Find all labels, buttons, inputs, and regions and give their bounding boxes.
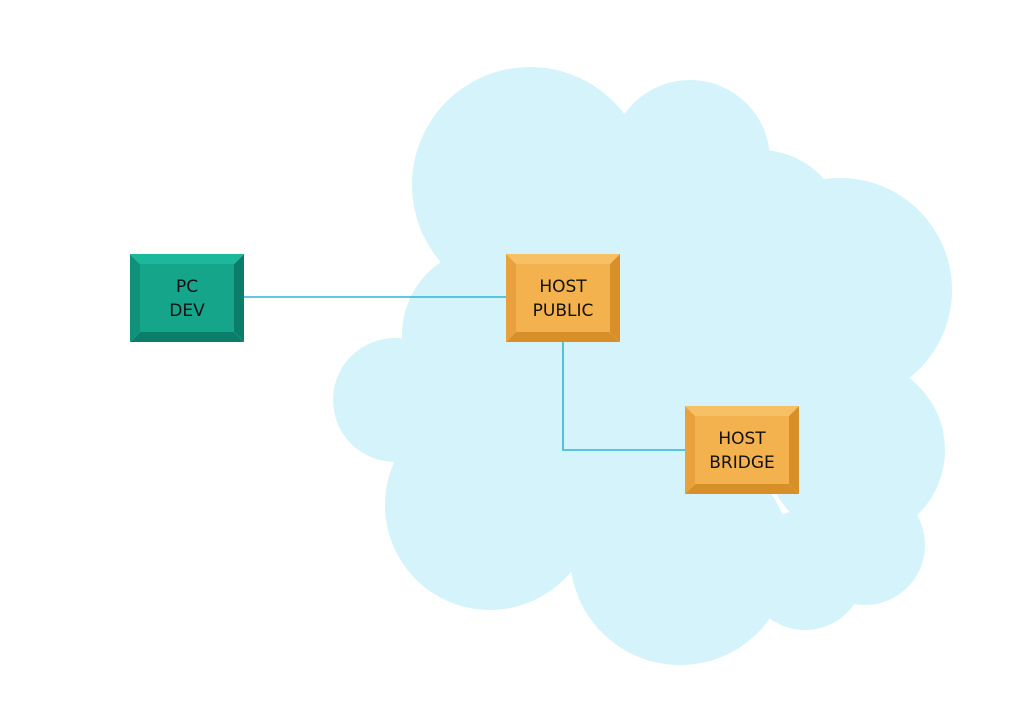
node-host-bridge[interactable]: HOST BRIDGE xyxy=(685,406,799,494)
host-node-icon xyxy=(506,254,620,342)
node-host-public[interactable]: HOST PUBLIC xyxy=(506,254,620,342)
host-node-icon xyxy=(685,406,799,494)
pc-node-icon xyxy=(130,254,244,342)
cloud-shape xyxy=(333,67,952,665)
node-label-line1: HOST xyxy=(718,429,766,449)
links-layer xyxy=(244,296,685,451)
node-label-line1: HOST xyxy=(539,277,587,297)
node-label-line2: BRIDGE xyxy=(709,453,775,473)
node-label-line1: PC xyxy=(176,277,198,297)
node-label-line2: DEV xyxy=(169,301,205,321)
node-pc-dev[interactable]: PC DEV xyxy=(130,254,244,342)
node-label-line2: PUBLIC xyxy=(533,301,594,321)
link-host-public-to-host-bridge xyxy=(562,342,685,451)
